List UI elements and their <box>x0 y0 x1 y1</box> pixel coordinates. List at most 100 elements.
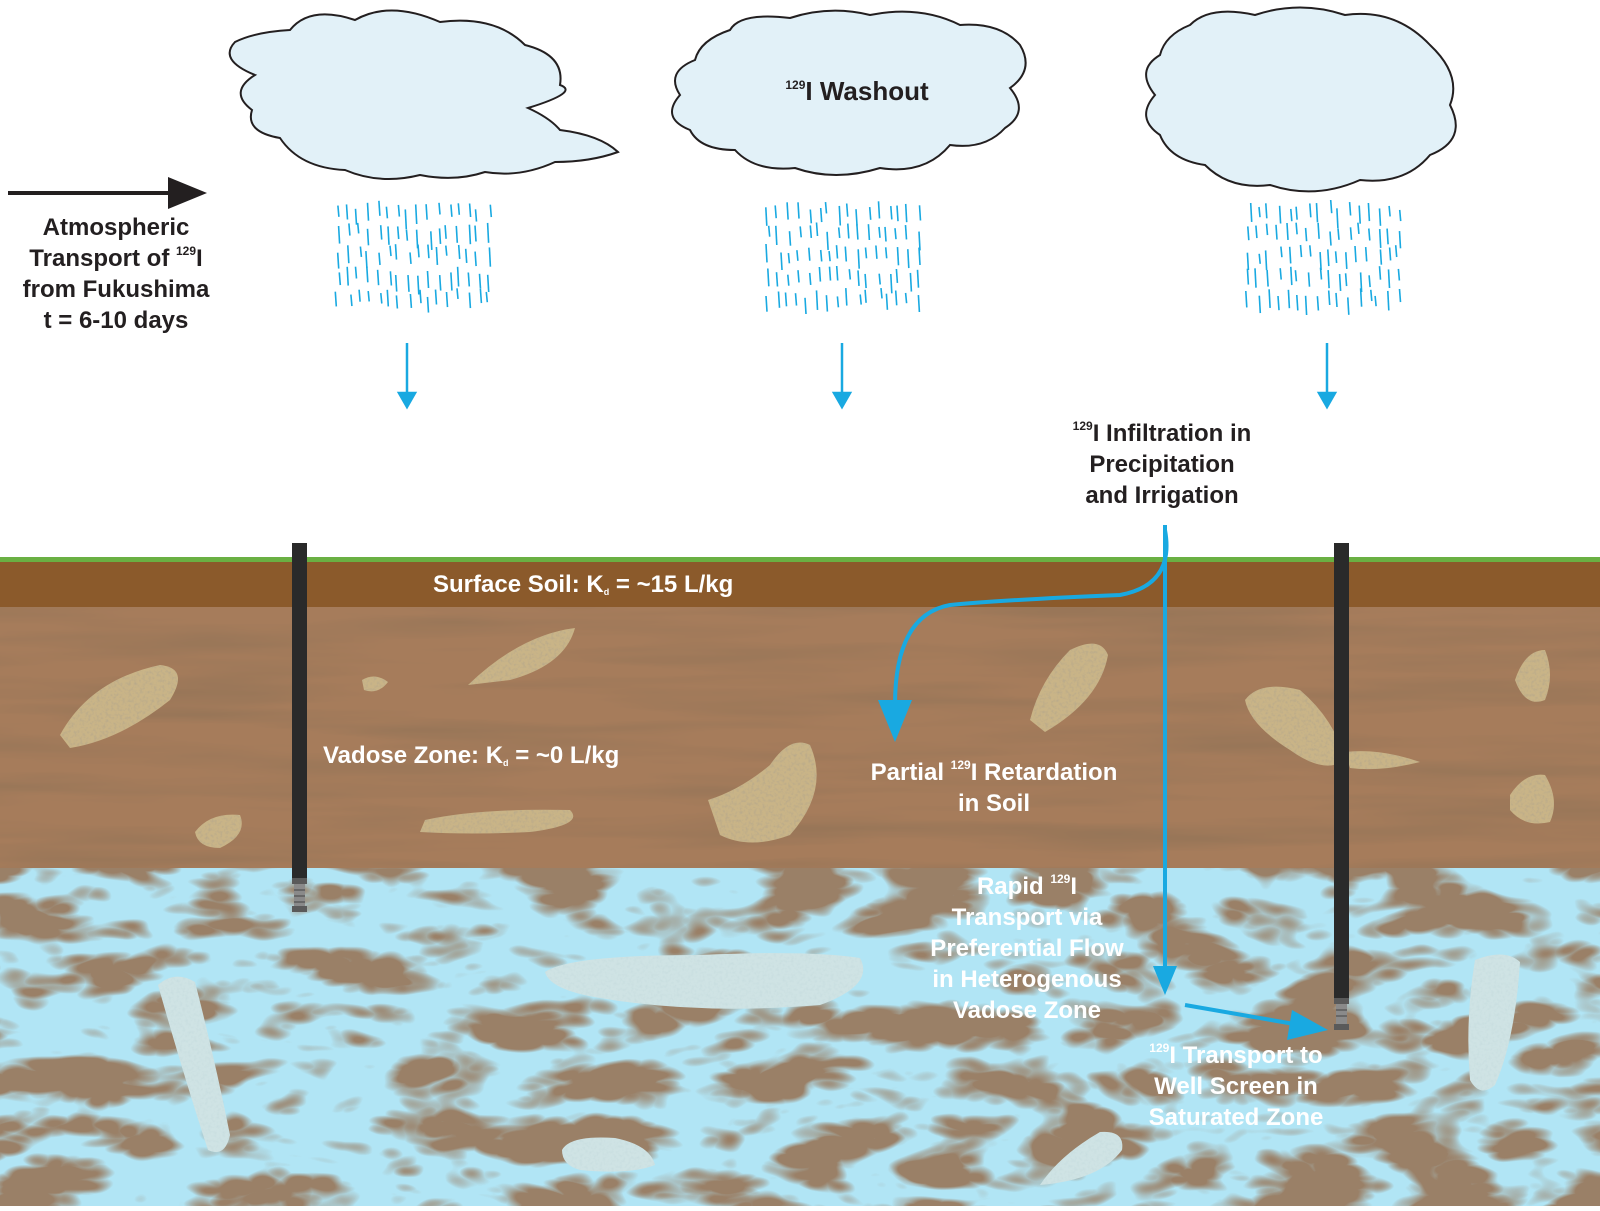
rain-streak <box>890 273 893 294</box>
rain-streak <box>1347 297 1350 315</box>
rain-streak <box>1334 251 1338 263</box>
rain-streak <box>1345 252 1348 269</box>
rain-streak <box>878 226 881 238</box>
rain-streak <box>857 249 860 269</box>
rain-streak <box>1337 228 1340 240</box>
rain-streak <box>1247 226 1250 241</box>
rain-streak <box>1264 250 1268 271</box>
well-right <box>1334 543 1349 1030</box>
rain-streak <box>1258 253 1261 264</box>
rain-streak <box>1288 246 1292 264</box>
rain-streak <box>825 295 829 312</box>
rain-streak <box>1255 225 1258 239</box>
rain-streak <box>1309 203 1312 218</box>
rain-streak <box>1335 292 1338 308</box>
rain-streak <box>1378 208 1382 226</box>
rain-streak <box>1319 267 1323 280</box>
rain-streak <box>1266 269 1269 287</box>
rain-streak <box>1398 209 1402 222</box>
rain-streak <box>809 209 813 224</box>
lateral-flow-to-well <box>1184 1003 1301 1027</box>
rain-streak <box>1327 290 1331 306</box>
rain-streak <box>787 274 790 286</box>
rain-streak <box>1295 206 1298 220</box>
rain-streak <box>808 247 811 261</box>
rain-streak <box>378 200 381 216</box>
rain-streak <box>837 227 841 238</box>
vadose-zone-label: Vadose Zone: Kd = ~0 L/kg <box>323 742 620 769</box>
rain-streak <box>456 288 459 299</box>
rain-streak <box>345 204 349 220</box>
rain-streak <box>444 225 447 239</box>
rain-streak <box>1327 270 1330 289</box>
rain-streak <box>797 202 800 219</box>
rain-streak <box>354 266 358 279</box>
rain-streak <box>464 248 468 263</box>
rain-streak <box>486 274 490 293</box>
rain-streak <box>918 231 921 251</box>
rain-streak <box>378 252 381 266</box>
infiltration-flow <box>878 525 1328 1040</box>
rain-streak <box>1265 223 1269 236</box>
rain-streak <box>918 205 922 221</box>
rain-streak <box>479 288 483 304</box>
rain-streak <box>1357 222 1360 234</box>
rain-streak <box>1307 272 1311 287</box>
rain-streak <box>438 275 442 291</box>
rain-streak <box>438 202 441 215</box>
rain-streak <box>389 245 392 257</box>
rain-streak <box>884 247 888 259</box>
rain-streak <box>859 294 862 305</box>
rain-streak <box>844 246 848 262</box>
rain-streak <box>394 244 398 260</box>
rain-streak <box>826 231 829 250</box>
rain-streak <box>409 293 413 308</box>
surface-soil-label: Surface Soil: Kd = ~15 L/kg <box>433 571 734 598</box>
rain-streak <box>426 270 430 289</box>
rain-streak <box>474 209 478 222</box>
rain-streak <box>1315 203 1319 223</box>
rain-streak <box>394 274 398 292</box>
rain-streak <box>338 272 342 286</box>
rain-streak <box>445 291 449 308</box>
rain-streak <box>387 226 390 245</box>
well-transport-label: 129I Transport to Well Screen in Saturat… <box>1148 1041 1324 1131</box>
rain-streak <box>1246 252 1250 271</box>
rain-streak <box>884 226 887 242</box>
rain-streak <box>765 295 768 312</box>
rain-streak <box>835 245 839 259</box>
rain-streak <box>409 252 412 264</box>
rain-streak <box>396 226 400 240</box>
saturated-swirl-texture <box>0 868 1600 1206</box>
rain-streak <box>1354 245 1357 263</box>
well-left <box>292 543 307 912</box>
rain-streak <box>1279 268 1282 280</box>
rain-streak <box>855 209 858 226</box>
infiltration-label: 129I Infiltration in Precipitation and I… <box>1072 419 1252 509</box>
rain-streak <box>358 289 361 302</box>
rain-streak <box>845 288 848 306</box>
rain-streak <box>366 266 369 283</box>
rain-streak <box>468 292 472 309</box>
rain-streak <box>784 292 788 307</box>
rain-streak <box>815 222 819 237</box>
rain-streak <box>815 290 819 310</box>
rain-streak <box>380 293 383 304</box>
rain-streak <box>765 243 768 263</box>
rain-streak <box>808 272 812 285</box>
rain-streak <box>1368 275 1371 288</box>
rain-streak <box>414 204 418 225</box>
rain-streak <box>1286 222 1289 240</box>
rain-streak <box>426 296 430 313</box>
rain-streak <box>1265 203 1268 219</box>
rain-streak <box>457 203 461 215</box>
rain-streak <box>346 266 349 286</box>
rain-streak <box>485 291 489 303</box>
rain-streak <box>804 297 807 315</box>
rain-streak <box>1258 295 1262 314</box>
rain-streak <box>1296 294 1299 311</box>
rain-arrows <box>396 343 1338 410</box>
rain-streak <box>1254 268 1257 288</box>
rain-streak <box>896 247 900 266</box>
rain-streak <box>385 206 389 219</box>
